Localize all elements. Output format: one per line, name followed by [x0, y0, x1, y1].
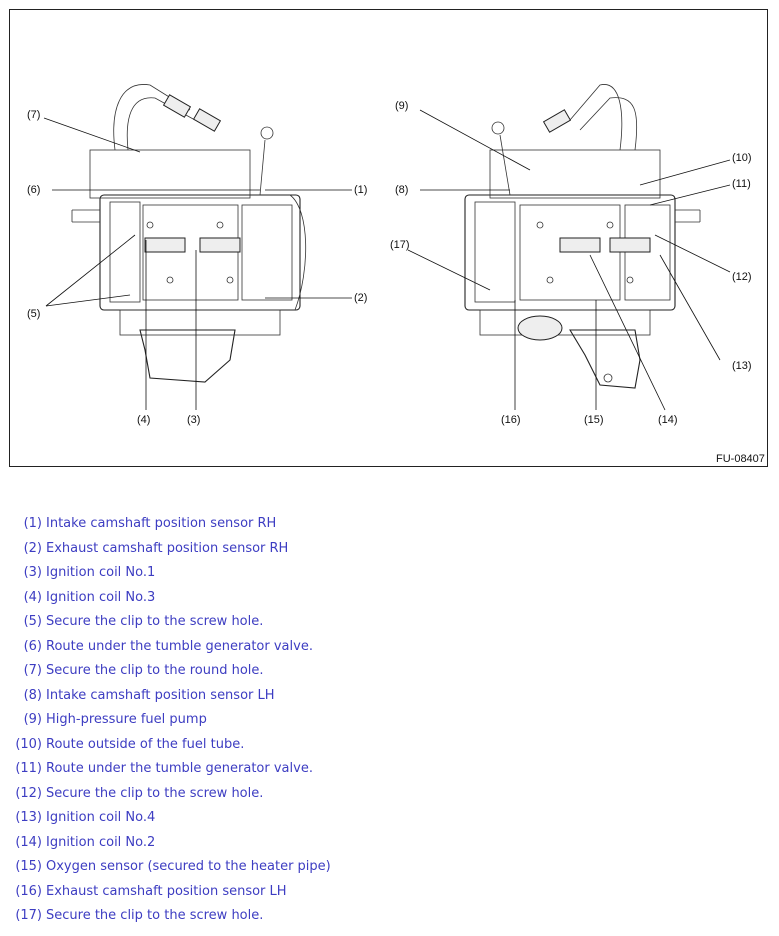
callout-8: (8) — [395, 184, 408, 196]
legend-item: (1) Intake camshaft position sensor RH — [0, 516, 277, 536]
legend-number: (1) — [23, 516, 42, 531]
legend-number: (15) — [15, 859, 42, 874]
legend-number: (13) — [15, 810, 42, 825]
legend-item: (3) Ignition coil No.1 — [0, 565, 156, 585]
callout-12: (12) — [732, 271, 752, 283]
legend-text: Oxygen sensor (secured to the heater pip… — [46, 859, 331, 874]
legend-item: (13) Ignition coil No.4 — [0, 810, 155, 830]
legend-text: High-pressure fuel pump — [46, 712, 207, 727]
legend-item: (7) Secure the clip to the round hole. — [0, 663, 264, 683]
legend-text: Ignition coil No.4 — [46, 810, 156, 825]
legend-item: (14)Ignition coil No.2 — [0, 835, 155, 855]
legend-number: (2) — [23, 540, 42, 556]
legend-text: Route outside of the fuel tube. — [46, 736, 245, 752]
legend-text: Ignition coil No.1 — [46, 565, 156, 580]
engine-rh-view — [71, 84, 307, 383]
callout-15: (15) — [584, 414, 604, 426]
callout-17: (17) — [390, 239, 410, 251]
callout-labels: (1) (2) (3) (4) (5) (6) (7) (8) (9) (10)… — [27, 100, 765, 465]
legend-number: (3) — [23, 565, 42, 580]
callout-9: (9) — [395, 100, 408, 112]
callout-11: (11) — [732, 178, 751, 190]
legend-item: (16)Exhaust camshaft position sensor LH — [0, 883, 287, 904]
legend-item: (5) Secure the clip to the screw hole. — [0, 614, 264, 634]
legend-text: Exhaust camshaft position sensor RH — [46, 540, 289, 556]
legend-text: Secure the clip to the screw hole. — [46, 785, 264, 801]
legend-number: (7) — [23, 663, 42, 678]
legend-number: (16) — [15, 883, 42, 899]
callout-7: (7) — [27, 109, 40, 121]
legend-text: Secure the clip to the screw hole. — [46, 908, 264, 923]
legend-text: Route under the tumble generator valve. — [46, 638, 313, 654]
callout-3: (3) — [187, 414, 200, 426]
legend-number: (12) — [15, 785, 42, 801]
legend-item: (6)Route under the tumble generator valv… — [0, 639, 313, 659]
legend-text: Route under the tumble generator valve. — [46, 761, 313, 776]
legend-item: (4)Ignition coil No.3 — [0, 589, 156, 610]
legend-text: Ignition coil No.2 — [46, 834, 156, 850]
callout-13: (13) — [732, 360, 752, 372]
legend-item: (8)Intake camshaft position sensor LH — [0, 688, 275, 708]
legend-number: (5) — [23, 614, 42, 629]
legend-item: (10)Route outside of the fuel tube. — [0, 737, 244, 757]
engine-lh-view — [464, 84, 701, 389]
legend-number: (11) — [15, 761, 42, 776]
legend-item: (9) High-pressure fuel pump — [0, 712, 207, 732]
legend-number: (8) — [23, 687, 42, 703]
callout-5: (5) — [27, 308, 40, 320]
legend-number: (4) — [23, 589, 42, 605]
legend-text: Intake camshaft position sensor LH — [46, 687, 275, 703]
legend-text: Secure the clip to the round hole. — [46, 663, 264, 678]
callout-2: (2) — [354, 292, 367, 304]
legend-number: (10) — [15, 736, 42, 752]
legend-number: (17) — [15, 908, 42, 923]
legend-item: (12)Secure the clip to the screw hole. — [0, 786, 263, 806]
engine-diagram: (1) (2) (3) (4) (5) (6) (7) (8) (9) (10)… — [9, 9, 768, 467]
legend-text: Intake camshaft position sensor RH — [46, 516, 277, 531]
callout-16: (16) — [501, 414, 521, 426]
legend-number: (14) — [15, 834, 42, 850]
legend-item: (2)Exhaust camshaft position sensor RH — [0, 540, 289, 561]
leader-lines — [43, 109, 731, 411]
legend-text: Exhaust camshaft position sensor LH — [46, 883, 287, 899]
figure-id: FU-08407 — [716, 453, 765, 465]
legend-text: Ignition coil No.3 — [46, 589, 156, 605]
legend-text: Secure the clip to the screw hole. — [46, 614, 264, 629]
legend-number: (6) — [23, 638, 42, 654]
legend-item: (15) Oxygen sensor (secured to the heater… — [0, 859, 331, 879]
legend-item: (11) Route under the tumble generator val… — [0, 761, 313, 781]
callout-1: (1) — [354, 184, 367, 196]
callout-4: (4) — [137, 414, 150, 426]
legend-item: (17) Secure the clip to the screw hole. — [0, 908, 263, 928]
legend-number: (9) — [23, 712, 42, 727]
callout-14: (14) — [658, 414, 678, 426]
engine-drawing: (1) (2) (3) (4) (5) (6) (7) (8) (9) (10)… — [27, 84, 765, 465]
callout-6: (6) — [27, 184, 40, 196]
callout-10: (10) — [732, 152, 752, 164]
